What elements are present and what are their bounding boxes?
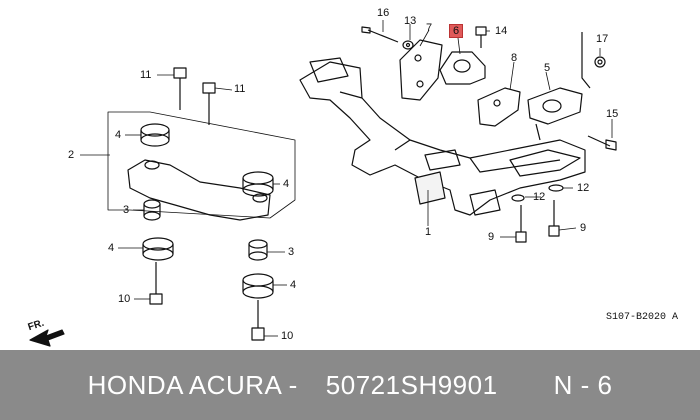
callout-10-left: 10 xyxy=(118,293,131,305)
subframe-crossmember xyxy=(299,61,586,216)
bracket-2 xyxy=(127,159,271,221)
callout-4-left: 4 xyxy=(108,242,115,254)
part-info-banner: HONDA ACURA - 50721SH9901 N - 6 xyxy=(0,350,700,420)
bushing-4d xyxy=(242,273,274,299)
callout-14: 14 xyxy=(495,25,508,37)
callout-4-right: 4 xyxy=(283,178,290,190)
bracket-8 xyxy=(477,87,521,127)
mount-6 xyxy=(439,51,486,85)
bracket-7 xyxy=(399,39,443,101)
collar-3b xyxy=(248,239,268,261)
diagram-reference: N - 6 xyxy=(553,369,613,400)
collar-3a xyxy=(143,199,161,221)
mount-5 xyxy=(527,87,583,125)
callout-17: 17 xyxy=(596,33,609,45)
callout-12-right: 12 xyxy=(577,182,590,194)
callout-4-top: 4 xyxy=(115,129,122,141)
callout-9-right: 9 xyxy=(580,222,587,234)
bushing-4c xyxy=(142,237,174,261)
brand-label: HONDA ACURA - xyxy=(87,369,298,400)
parts-diagram: 16 13 7 6 14 17 8 5 11 11 15 2 4 4 3 4 3… xyxy=(26,7,678,347)
part-number: 50721SH9901 xyxy=(325,369,498,400)
parts-drawing xyxy=(29,20,617,347)
callout-15: 15 xyxy=(606,108,619,120)
callout-5: 5 xyxy=(544,62,551,74)
callout-6-highlighted: 6 xyxy=(449,24,464,38)
group-2-outline xyxy=(107,111,296,219)
callout-9-left: 9 xyxy=(488,231,495,243)
callout-1: 1 xyxy=(425,226,432,238)
callout-2: 2 xyxy=(68,149,75,161)
callout-8: 8 xyxy=(511,52,518,64)
callout-11-left: 11 xyxy=(140,69,152,81)
callout-7: 7 xyxy=(426,22,433,34)
callout-11-right: 11 xyxy=(234,83,246,95)
callout-10-bottom: 10 xyxy=(281,330,294,342)
callout-4-bottom: 4 xyxy=(290,279,297,291)
bushing-4a xyxy=(140,123,170,147)
callout-3-left: 3 xyxy=(123,204,130,216)
callout-13: 13 xyxy=(404,15,417,27)
callout-16: 16 xyxy=(377,7,390,19)
callout-3-right: 3 xyxy=(288,246,295,258)
diagram-code: S107-B2020 A xyxy=(605,312,678,323)
callout-12-left: 12 xyxy=(533,191,546,203)
